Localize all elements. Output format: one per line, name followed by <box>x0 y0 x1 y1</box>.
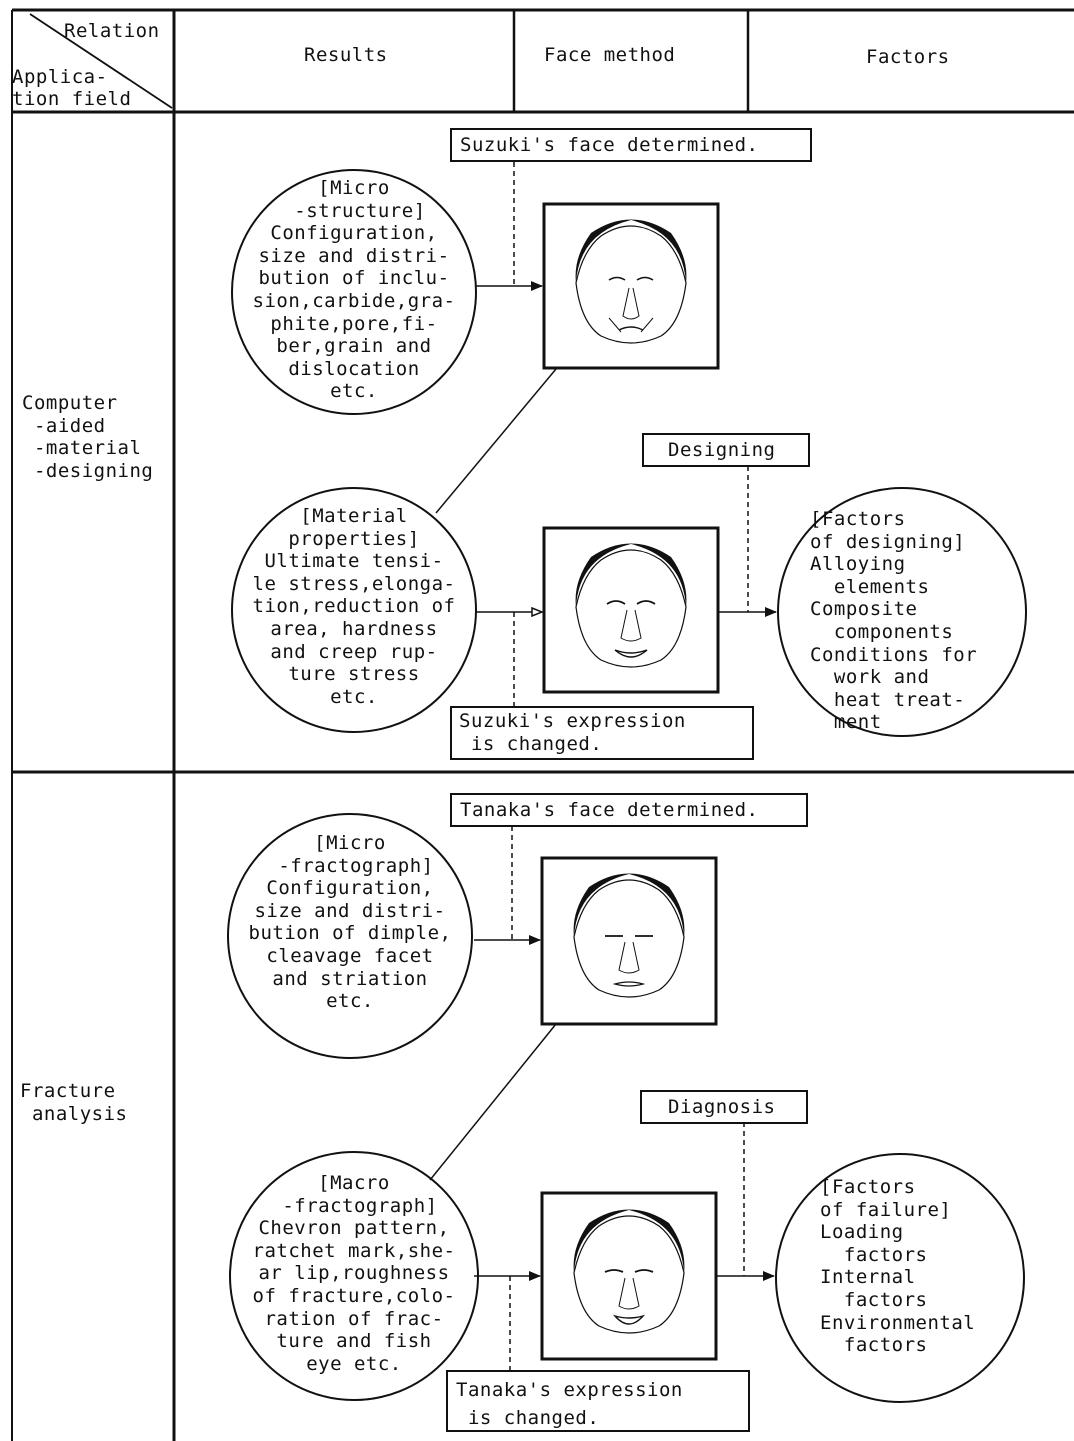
section2-microfractograph-text: [Micro -fractograph] Configuration, size… <box>248 832 452 1013</box>
section1-face-label-2: Suzuki's expression is changed. <box>459 710 686 755</box>
section2-factors-circle <box>775 1153 1025 1403</box>
section2-graphics <box>227 813 1025 1403</box>
section1-material-properties-text: [Material properties] Ultimate tensi- le… <box>252 505 456 708</box>
section1-process-label-box: Designing <box>642 433 810 467</box>
section2-process-label: Diagnosis <box>668 1096 776 1118</box>
section2-face-2-icon <box>572 1208 686 1334</box>
section2-face-label-2: Tanaka's expression is changed. <box>456 1379 683 1429</box>
section2-factors-text: [Factors of failure] Loading factors Int… <box>820 1176 976 1357</box>
section1-process-label: Designing <box>668 439 776 461</box>
section2-face-1-icon <box>572 872 686 998</box>
section1-face-frame-1 <box>542 202 720 370</box>
header-face-method: Face method <box>544 44 676 66</box>
section2-face-label-1: Tanaka's face determined. <box>460 799 759 821</box>
section2-face-label-box-2: Tanaka's expression is changed. <box>446 1370 750 1432</box>
section1-face-frame-2 <box>542 526 720 694</box>
section1-factors-circle <box>777 487 1027 737</box>
header-results: Results <box>304 44 388 66</box>
section2-face-frame-1 <box>540 856 718 1026</box>
header-relation: Relation <box>64 20 160 42</box>
section1-face-1-icon <box>574 218 688 344</box>
section2-face-label-box-1: Tanaka's face determined. <box>450 793 808 827</box>
section1-microstructure-circle <box>231 169 477 415</box>
section2-process-label-box: Diagnosis <box>640 1090 808 1124</box>
section2-microfractograph-circle <box>227 813 473 1059</box>
section1-graphics <box>231 162 1027 737</box>
section1-face-label-box-1: Suzuki's face determined. <box>450 128 812 162</box>
section1-microstructure-text: [Micro -structure] Configuration, size a… <box>252 177 456 403</box>
section1-face-label-1: Suzuki's face determined. <box>460 134 759 156</box>
header-factors: Factors <box>866 46 950 68</box>
header-application-field: Applica- tion field <box>12 66 132 110</box>
section2-face-frame-2 <box>540 1191 718 1361</box>
section1-face-2-icon <box>574 542 688 668</box>
table-grid <box>11 8 1074 1441</box>
section2-macrofractograph-text: [Macro -fractograph] Chevron pattern, ra… <box>252 1172 456 1375</box>
section1-face-label-box-2: Suzuki's expression is changed. <box>450 706 754 760</box>
section1-application-field: Computer -aided -material -designing <box>22 392 154 482</box>
section1-material-properties-circle <box>231 487 477 733</box>
section1-factors-text: [Factors of designing] Alloying elements… <box>810 508 978 734</box>
section2-application-field: Fracture analysis <box>20 1080 128 1125</box>
